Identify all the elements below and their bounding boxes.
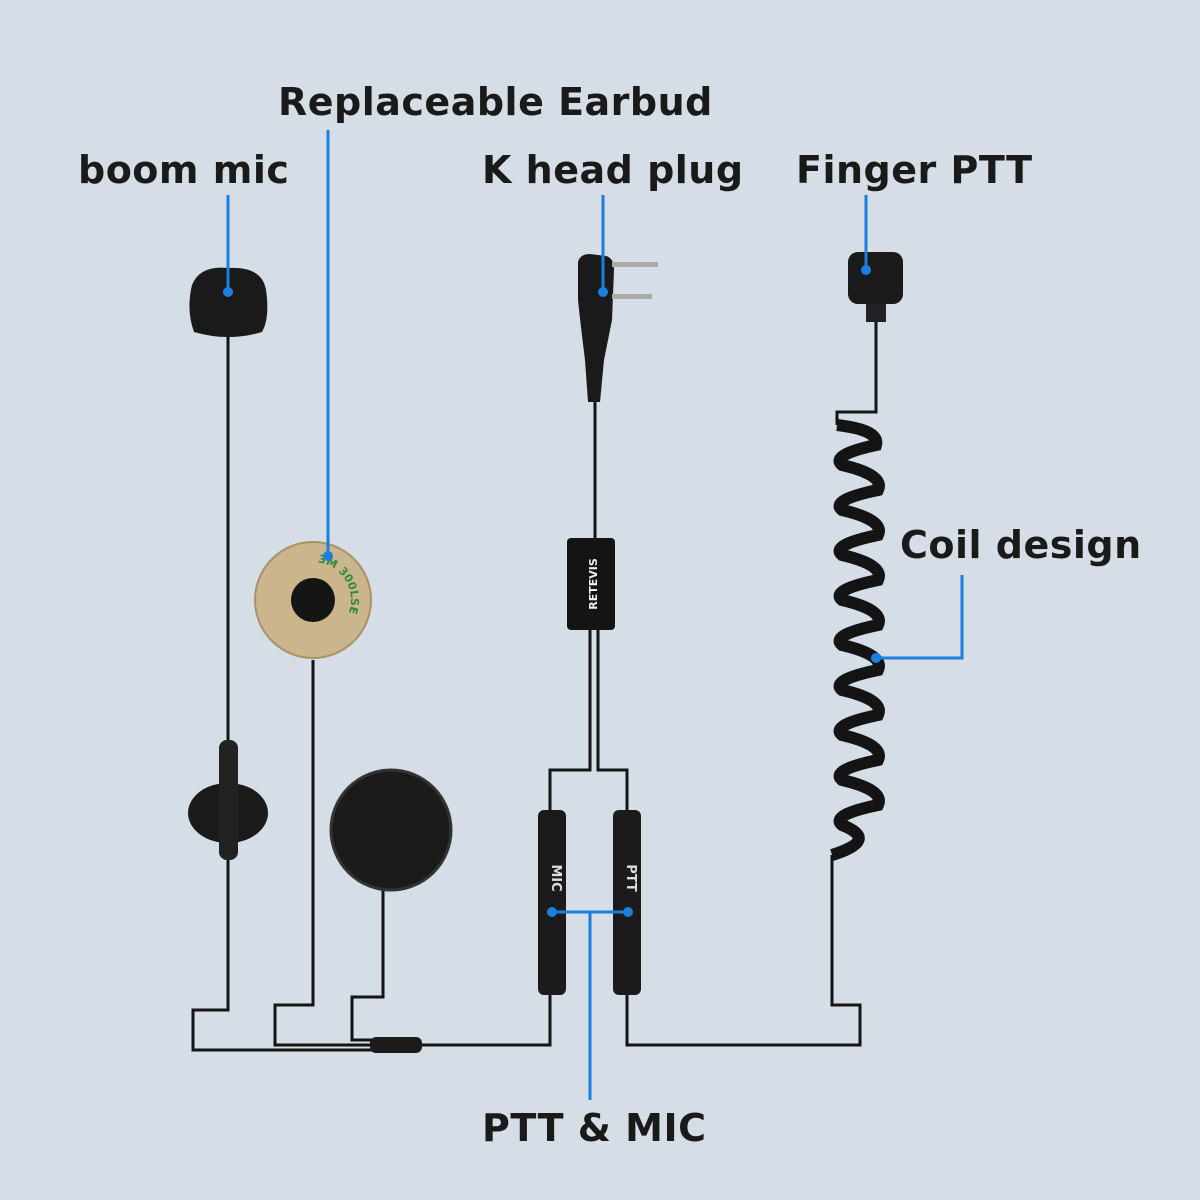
speaker-cable xyxy=(350,890,385,1042)
ptt-link-cable xyxy=(625,855,862,1047)
callout-dots xyxy=(223,265,881,917)
earbud-sticker: 3M 300LSE xyxy=(254,541,372,659)
ptt-connector-label: PTT xyxy=(623,864,638,892)
split-cable-ptt xyxy=(596,630,629,815)
boom-mic-foam xyxy=(189,267,268,337)
k-head-plug xyxy=(578,254,658,402)
label-ptt-mic: PTT & MIC xyxy=(482,1106,707,1150)
label-k-head-plug: K head plug xyxy=(482,148,744,192)
mic-connector-label: MIC xyxy=(548,864,563,891)
label-coil-design: Coil design xyxy=(900,523,1142,567)
coil-cable xyxy=(830,419,885,861)
speaker-pad xyxy=(329,768,453,892)
finger-ptt-button xyxy=(848,252,903,304)
brand-logo: RETEVIS xyxy=(587,558,600,610)
mic-link-cable xyxy=(420,990,552,1047)
callout-lines xyxy=(226,130,964,1100)
earbud-cable xyxy=(273,660,380,1047)
finger-ptt-stem xyxy=(866,304,886,322)
cables xyxy=(191,320,878,1052)
split-cable-mic xyxy=(548,630,592,815)
retevis-box xyxy=(567,538,615,630)
mic-connector xyxy=(538,810,566,995)
inline-connector xyxy=(370,1037,422,1053)
boom-mic-cable xyxy=(191,335,380,1052)
finger-ptt-cable xyxy=(835,320,878,425)
label-replaceable-earbud: Replaceable Earbud xyxy=(278,80,713,124)
ptt-connector xyxy=(613,810,641,995)
label-boom-mic: boom mic xyxy=(78,148,290,192)
label-finger-ptt: Finger PTT xyxy=(796,148,1033,192)
mic-inline-clip xyxy=(219,740,238,860)
